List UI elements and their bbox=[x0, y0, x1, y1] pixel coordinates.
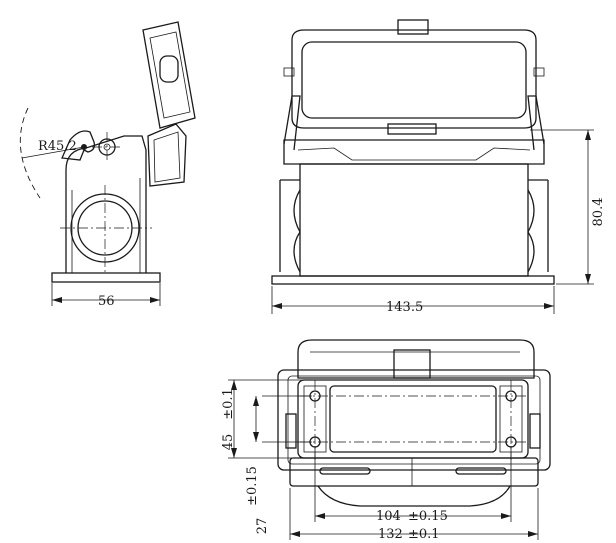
bottom-outer-frame bbox=[277, 369, 551, 471]
bottom-dim-27-label: 27 bbox=[255, 518, 270, 535]
bottom-dim-27-tol: ±0.15 bbox=[245, 466, 260, 506]
bottom-collar bbox=[289, 457, 539, 487]
side-view: R45.2 56 bbox=[19, 21, 196, 309]
front-height-label: 80.4 bbox=[591, 198, 606, 227]
side-radius-arc bbox=[19, 107, 41, 199]
front-base bbox=[271, 275, 555, 285]
side-base-flange bbox=[51, 272, 161, 283]
side-lid-latch bbox=[159, 55, 179, 83]
front-lid-tab bbox=[397, 19, 429, 35]
front-collar bbox=[283, 139, 545, 165]
side-body-inner bbox=[71, 178, 141, 273]
front-lid bbox=[291, 29, 537, 129]
bottom-dim-45-tol: ±0.1 bbox=[221, 388, 236, 420]
bottom-view: 45 ±0.1 ±0.15 27 104 ±0.15 132 ±0.1 bbox=[221, 339, 551, 542]
bottom-dim-45-label: 45 bbox=[221, 434, 236, 451]
front-side-left bbox=[279, 180, 301, 273]
bottom-flange bbox=[297, 379, 529, 459]
front-lid-inner bbox=[301, 41, 527, 119]
front-body bbox=[299, 163, 529, 277]
side-hinge-block bbox=[147, 123, 187, 187]
front-lever-left bbox=[283, 95, 301, 151]
side-width-label: 56 bbox=[98, 294, 115, 309]
front-lid-clip bbox=[387, 123, 437, 135]
bottom-dim-104-label: 104 bbox=[376, 509, 401, 524]
side-radius-label: R45.2 bbox=[38, 139, 77, 154]
bottom-dim-104-tol: ±0.15 bbox=[408, 509, 448, 524]
bottom-slot-right bbox=[455, 467, 507, 475]
bottom-lid-clip bbox=[393, 349, 431, 379]
bottom-opening bbox=[329, 385, 497, 453]
front-width-label: 143.5 bbox=[386, 300, 423, 315]
bottom-lid bbox=[297, 339, 535, 379]
bottom-dim-132-label: 132 bbox=[378, 527, 403, 542]
bottom-cable-entry bbox=[317, 485, 511, 507]
front-lever-right bbox=[527, 95, 545, 151]
bottom-slot-left bbox=[319, 467, 371, 475]
side-body bbox=[65, 135, 147, 273]
front-view: 80.4 143.5 bbox=[271, 19, 606, 315]
bottom-dim-132-tol: ±0.1 bbox=[408, 527, 440, 542]
side-lever bbox=[61, 130, 96, 161]
side-lid bbox=[142, 21, 196, 129]
front-side-right bbox=[527, 180, 549, 273]
